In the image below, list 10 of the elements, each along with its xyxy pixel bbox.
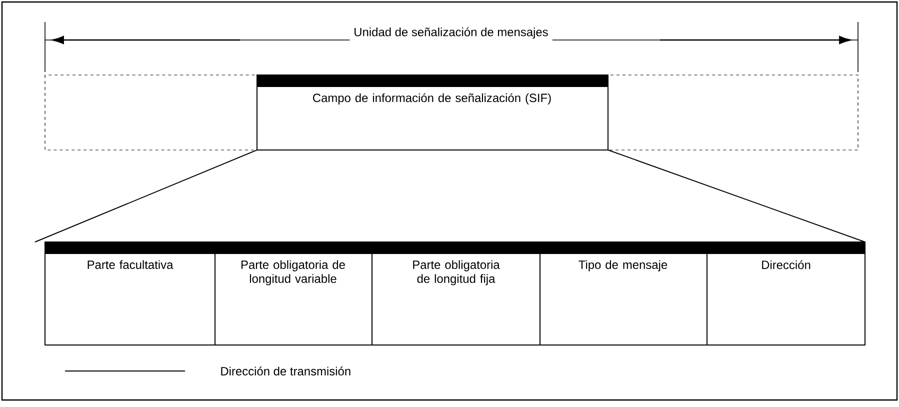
legend-text: Dirección de transmisión xyxy=(221,366,350,376)
field-cell: Dirección xyxy=(706,242,866,346)
dimension-label: Unidad de señalización de mensajes xyxy=(350,23,552,43)
field-cell: Parte obligatoria de longitud variable xyxy=(214,242,372,346)
expansion-line xyxy=(608,150,866,242)
field-box: Campo de información de señalización (SIF) xyxy=(256,74,608,150)
expansion-line xyxy=(34,150,258,242)
field-cell: Parte facultativa xyxy=(44,242,216,346)
field-cell: Parte obligatoria de longitud fija xyxy=(372,242,540,346)
field-cell: Tipo de mensaje xyxy=(540,242,708,346)
